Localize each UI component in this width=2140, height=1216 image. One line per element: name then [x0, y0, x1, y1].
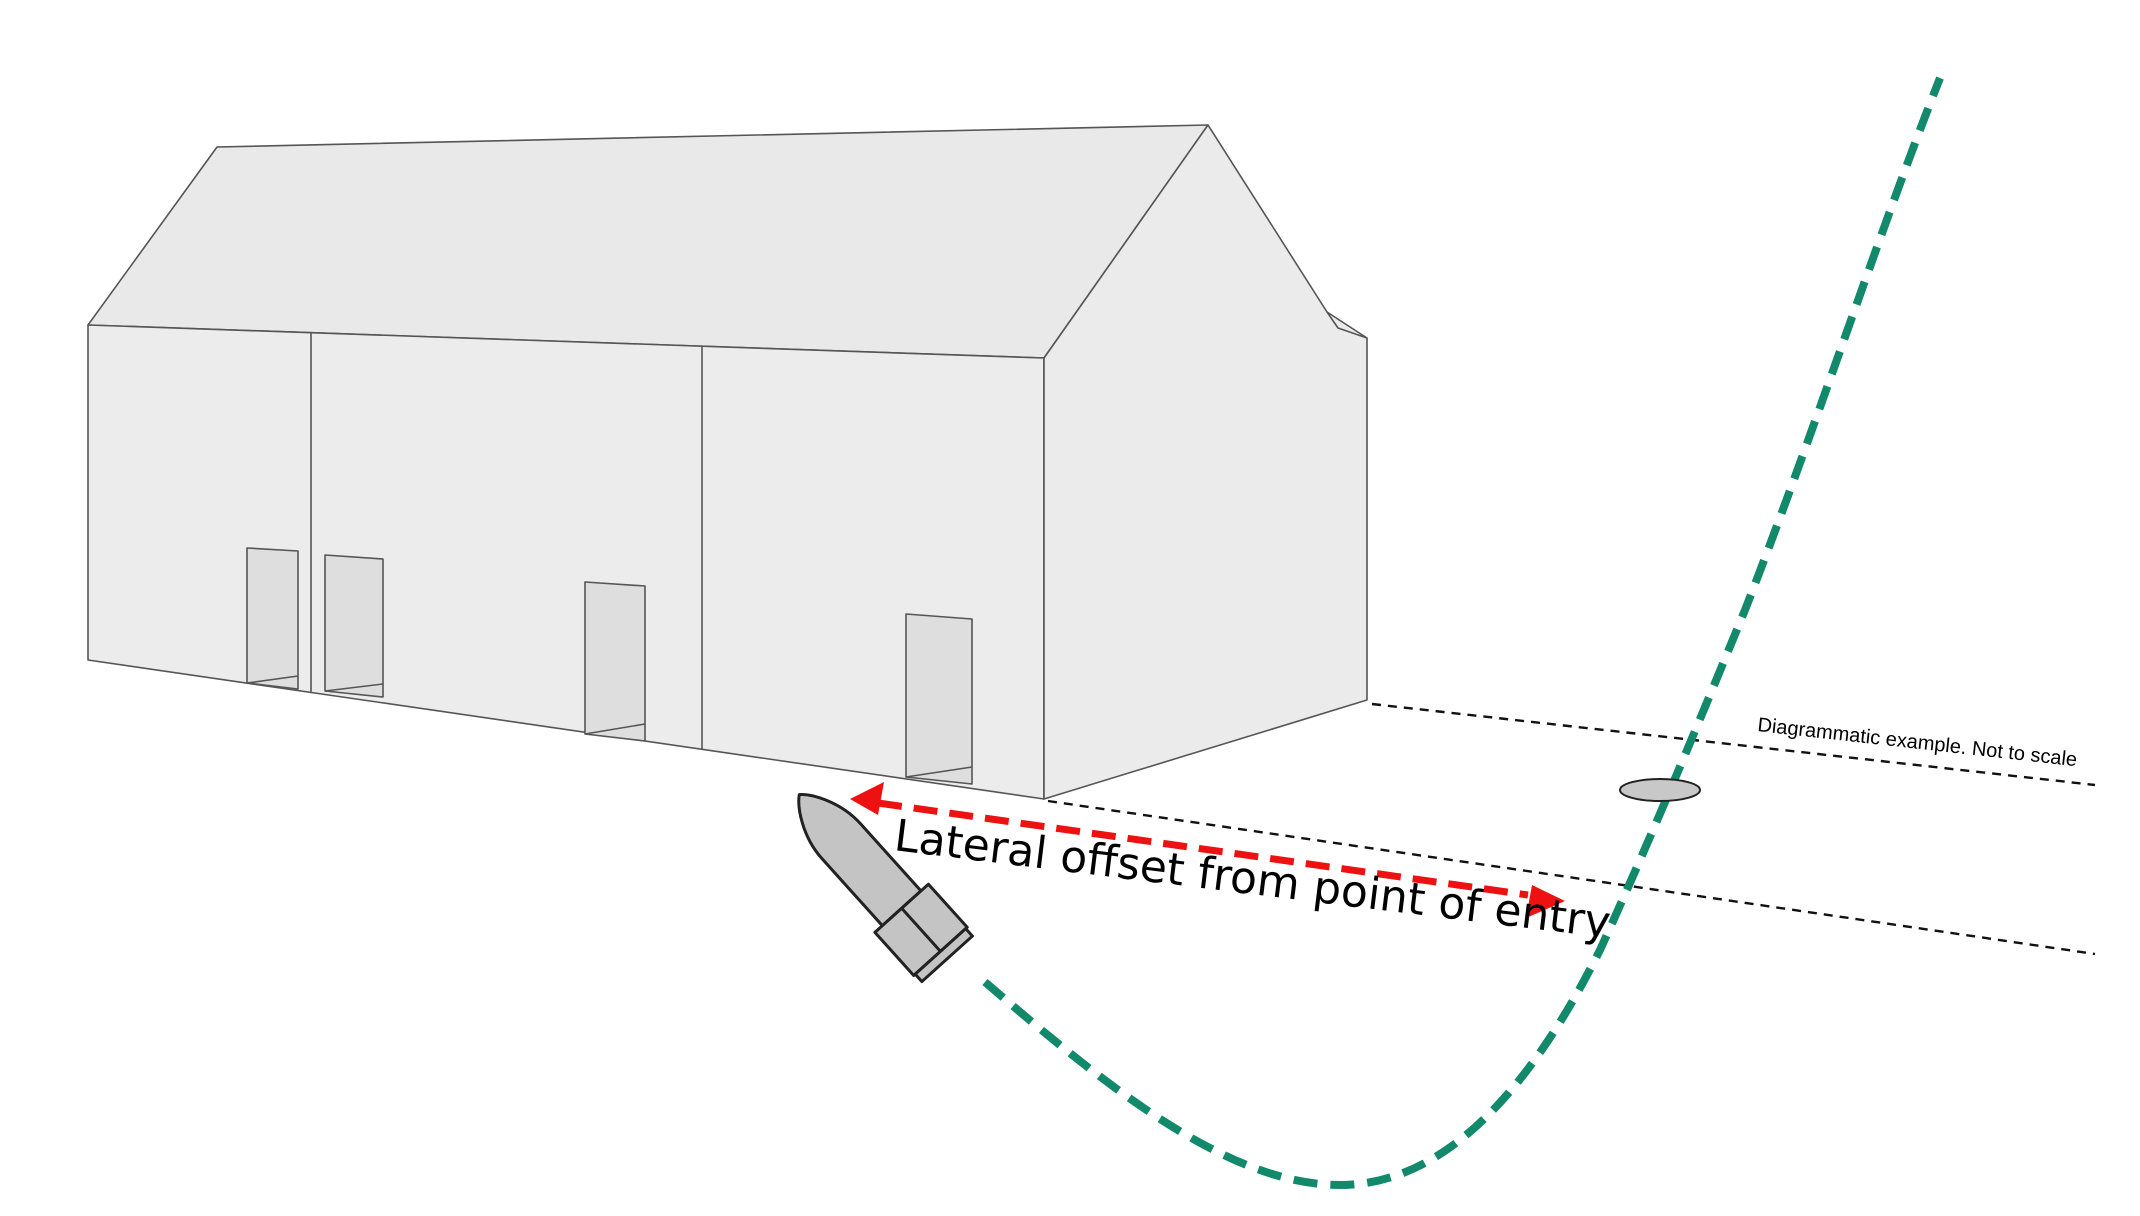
drill-head-collar-seam	[900, 907, 942, 953]
door	[905, 613, 973, 785]
door	[324, 554, 384, 698]
door-threshold	[246, 675, 299, 684]
reference-line-lower	[1047, 799, 2096, 956]
drill-head-cap	[913, 927, 974, 984]
door-threshold	[905, 766, 973, 778]
building-roof	[87, 124, 1209, 359]
lateral-offset-arrowhead-left	[850, 782, 884, 815]
building	[87, 124, 1368, 800]
lateral-offset-arrow-shaft	[877, 799, 1529, 899]
door	[246, 547, 299, 690]
lateral-offset-label: Lateral offset from point of entry	[892, 810, 1614, 948]
door-threshold	[324, 683, 384, 692]
drill-path	[982, 76, 1944, 1190]
door	[584, 581, 646, 742]
lateral-offset-arrow	[850, 782, 1565, 918]
building-front-wall	[87, 324, 1045, 800]
lateral-offset-arrowhead-right	[1526, 885, 1565, 918]
building-doors	[246, 547, 973, 785]
door-threshold	[584, 723, 646, 735]
drill-head-icon	[797, 793, 974, 984]
exit-pit-icon	[1619, 778, 1701, 802]
reference-lines	[1047, 702, 2096, 956]
not-to-scale-note: Diagrammatic example. Not to scale	[1756, 714, 2078, 771]
building-gable-notch	[1326, 311, 1368, 339]
drill-head-body	[797, 793, 923, 928]
